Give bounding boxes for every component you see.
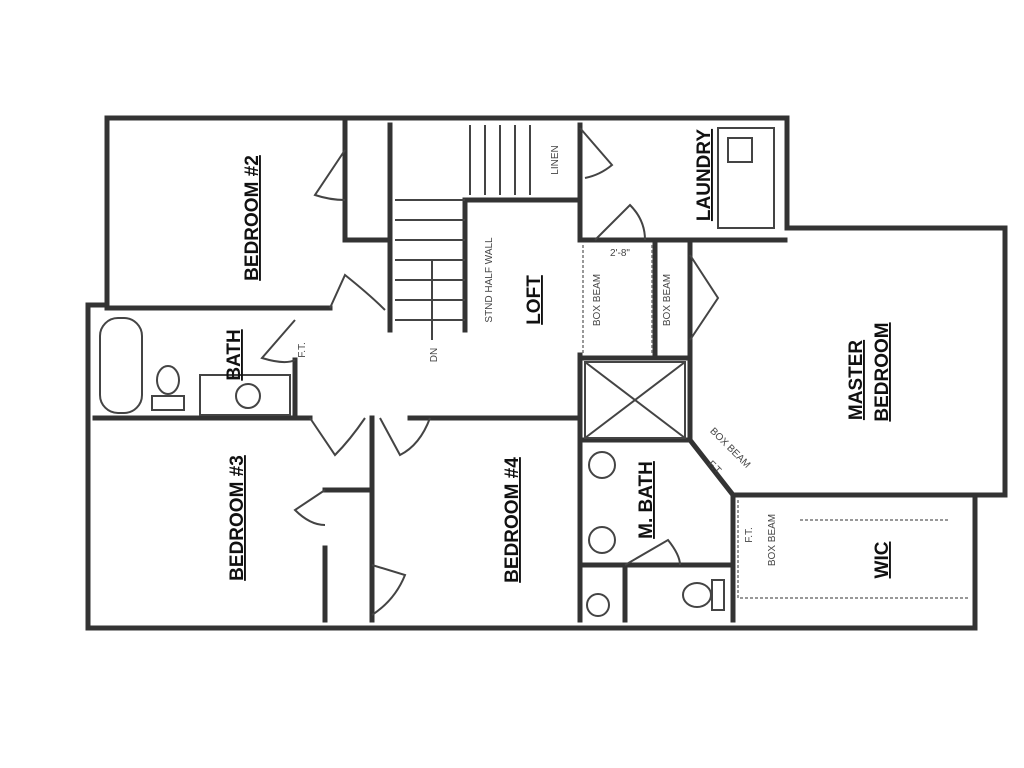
toilet: [156, 365, 180, 395]
label-master-line2: BEDROOM: [872, 322, 893, 421]
label-wic-box-beam: BOX BEAM: [767, 514, 778, 566]
fixtures: [99, 127, 970, 617]
label-box-beam-1: BOX BEAM: [592, 274, 603, 326]
label-wic: WIC: [872, 541, 893, 578]
shower: [584, 361, 686, 439]
label-bedroom-3: BEDROOM #3: [227, 455, 248, 581]
label-box-beam-2: BOX BEAM: [662, 274, 673, 326]
doors: [260, 127, 720, 616]
bathtub: [99, 317, 143, 414]
laundry-machines: [717, 127, 775, 229]
interior-walls: [92, 115, 978, 623]
stairs: [395, 125, 531, 340]
vanity: [199, 374, 291, 416]
label-bath-ft: F.T.: [297, 342, 308, 358]
label-master-line1: MASTER: [846, 340, 867, 421]
label-laundry: LAUNDRY: [694, 129, 715, 222]
label-loft: LOFT: [524, 275, 545, 325]
exterior-walls: [85, 115, 1008, 631]
label-dimension: 2'-8": [610, 248, 630, 259]
label-wic-ft: F.T.: [744, 527, 755, 543]
label-linen: LINEN: [550, 145, 561, 174]
label-half-wall: STND HALF WALL: [484, 237, 495, 323]
label-stairs-down: DN: [429, 348, 440, 362]
label-master-bath: M. BATH: [636, 461, 657, 539]
label-bedroom-4: BEDROOM #4: [502, 457, 523, 583]
label-bath: BATH: [224, 329, 245, 380]
label-bedroom-2: BEDROOM #2: [242, 155, 263, 281]
